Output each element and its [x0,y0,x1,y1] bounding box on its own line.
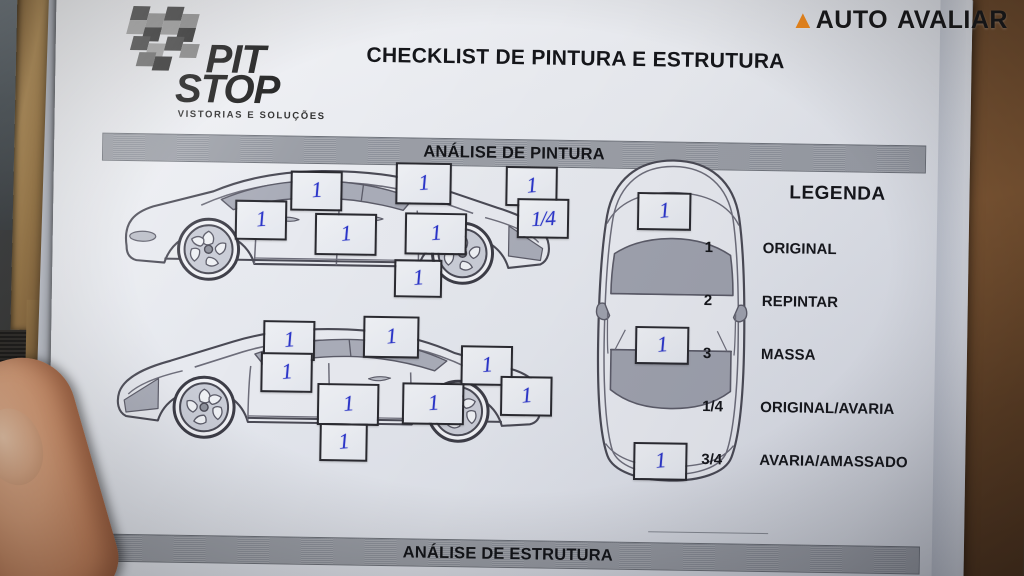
handwritten-value: 1 [384,322,398,349]
handwritten-value: 1 [279,358,294,384]
handwritten-value: 1 [309,176,323,203]
handwritten-value: 1 [653,446,667,473]
annotation-box-rocker-panel[interactable]: 1 [319,423,368,462]
annotation-box-rear-door[interactable]: 1 [404,212,468,256]
annotation-group-top-view [579,488,759,491]
legend-label: AVARIA/AMASSADO [759,451,908,472]
page-title: CHECKLIST DE PINTURA E ESTRUTURA [366,43,785,74]
handwritten-value: 1 [429,219,443,246]
handwritten-value: 1 [524,171,539,198]
horizontal-rule [648,531,769,535]
handwritten-value: 1 [480,351,494,378]
legend-item-4: 1/4 ORIGINAL/AVARIA [690,398,960,419]
legend-code: 3/4 [701,451,723,469]
watermark-accent-a: ▲ [790,6,816,34]
handwritten-value: 1 [519,381,533,408]
auto-avaliar-watermark: ▲AUTO AVALIAR [790,6,1008,35]
legend-item-2: 2 REPINTAR [692,292,962,313]
legend-label: ORIGINAL/AVARIA [760,398,895,419]
handwritten-value: 1 [341,390,355,416]
form-content: PIT STOP VISTORIAS E SOLUÇÕES CHECKLIST … [47,0,972,576]
legend-code: 1/4 [702,398,724,416]
annotation-box-front-fender[interactable]: 1 [234,199,288,241]
legend-label: REPINTAR [761,292,839,312]
legend-panel: LEGENDA 1 ORIGINAL 2 REPINTAR 3 MASSA 1/… [689,181,963,472]
logo-text-stop: STOP [174,66,280,113]
section-header-structure: ANÁLISE DE ESTRUTURA [95,533,920,575]
annotation-box-trunk[interactable]: 1 [632,441,688,481]
legend-item-3: 3 MASSA [691,345,961,366]
annotation-box-rear-fender[interactable]: 1/4 [516,198,570,239]
watermark-text-auto: AUTO [815,6,889,34]
legend-item-1: 1 ORIGINAL [693,239,963,260]
legend-code: 3 [702,345,712,363]
handwritten-value: 1 [336,427,350,454]
legend-code: 1 [704,239,714,257]
annotation-box-roof[interactable]: 1 [395,162,452,206]
handwritten-value: 1 [339,219,353,246]
annotation-box-roof[interactable]: 1 [362,315,420,359]
handwritten-value: 1 [282,326,296,352]
handwritten-value: 1 [254,205,268,232]
legend-label: ORIGINAL [762,239,837,259]
car-diagram-top-view: 1 1 1 [579,153,764,486]
handwritten-value: 1 [657,196,671,223]
handwritten-value: 1 [411,264,425,291]
annotation-box-front-door[interactable]: 1 [314,212,378,256]
legend-code: 2 [703,292,713,310]
handwritten-value: 1 [426,389,440,416]
logo-tagline: VISTORIAS E SOLUÇÕES [177,108,326,123]
annotation-box-front-door-upper[interactable]: 1 [290,170,343,212]
watermark-text-avaliar: AVALIAR [897,6,1008,34]
annotation-box-front-door[interactable]: 1 [401,382,465,426]
legend-title: LEGENDA [789,182,886,205]
handwritten-value: 1 [416,169,431,196]
inspection-form-paper: PIT STOP VISTORIAS E SOLUÇÕES CHECKLIST … [47,0,973,576]
handwritten-value: 1/4 [530,205,556,231]
car-top-svg [595,159,748,482]
annotation-box-hood[interactable]: 1 [636,191,692,231]
annotation-box-roof[interactable]: 1 [634,325,690,365]
annotation-box-rear-fender[interactable]: 1 [260,352,313,393]
section-header-structure-label: ANÁLISE DE ESTRUTURA [402,542,614,565]
legend-label: MASSA [760,345,816,364]
annotation-box-rocker-panel[interactable]: 1 [393,259,443,298]
annotation-box-front-fender[interactable]: 1 [499,375,553,417]
handwritten-value: 1 [655,330,669,357]
annotation-box-rear-door[interactable]: 1 [316,382,380,426]
